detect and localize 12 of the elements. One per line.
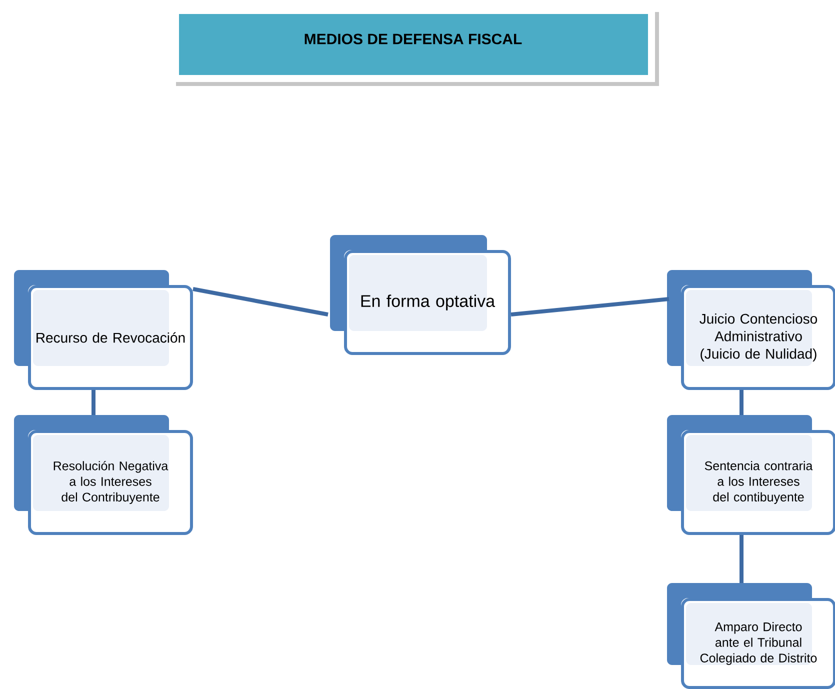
connector-line [740,535,744,583]
process-box: Resolución Negativa a los Intereses del Contribuyente [14,415,193,535]
connector-line [510,297,670,316]
connector-line [740,390,744,415]
connector-line [192,287,328,316]
process-box: Amparo Directo ante el Tribunal Colegiado de Distrito [667,583,835,689]
process-box: En forma optativa [330,235,511,355]
process-box: Recurso de Revocación [14,270,193,390]
connector-line [92,390,96,415]
process-box: Sentencia contraria a los Intereses del contibuyente [667,415,835,535]
title-banner: MEDIOS DE DEFENSA FISCAL [172,8,659,86]
process-box: Juicio Contencioso Administrativo (Juicio de Nulidad) [667,270,835,390]
